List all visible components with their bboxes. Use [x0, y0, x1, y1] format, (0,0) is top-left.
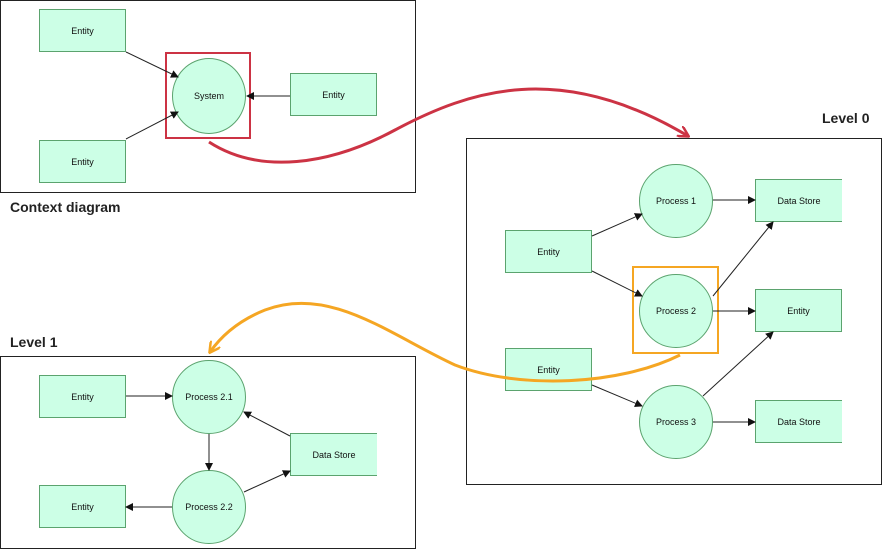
level0-entity-lower[interactable]: Entity [505, 348, 592, 391]
flow-store-to-process21 [243, 411, 291, 437]
context-entity-bottom-left[interactable]: Entity [39, 140, 126, 183]
level1-process-2-1[interactable]: Process 2.1 [172, 360, 246, 434]
context-diagram-heading: Context diagram [10, 199, 121, 215]
context-entity-top-left[interactable]: Entity [39, 9, 126, 52]
level0-process-2[interactable]: Process 2 [639, 274, 713, 348]
level1-process-2-2[interactable]: Process 2.2 [172, 470, 246, 544]
flow-entity-top-to-system [125, 51, 179, 78]
level1-heading: Level 1 [10, 334, 58, 350]
context-system-process[interactable]: System [172, 58, 246, 134]
flow-process3-to-entity-mid [702, 331, 774, 397]
flow-entity-bottom-to-system [125, 111, 179, 140]
level0-process-3[interactable]: Process 3 [639, 385, 713, 459]
level1-entity-top[interactable]: Entity [39, 375, 126, 418]
context-to-level0-arrow [208, 87, 688, 164]
context-entity-right[interactable]: Entity [290, 73, 377, 116]
level0-process-1[interactable]: Process 1 [639, 164, 713, 238]
level0-entity-mid[interactable]: Entity [755, 289, 842, 332]
flow-process2-to-store-top [712, 221, 774, 297]
level1-data-store[interactable]: Data Store [290, 433, 377, 476]
level0-data-store-top[interactable]: Data Store [755, 179, 842, 222]
level0-process-2-highlight [632, 266, 719, 354]
level0-to-level1-arrow [210, 301, 681, 383]
flow-entity-lower-to-process3 [591, 384, 643, 407]
flow-entity-upper-to-process2 [591, 270, 643, 297]
level0-entity-upper[interactable]: Entity [505, 230, 592, 273]
level0-heading: Level 0 [822, 110, 870, 126]
flow-process22-to-store [243, 470, 291, 493]
flow-entity-upper-to-process1 [591, 213, 643, 237]
level0-data-store-bottom[interactable]: Data Store [755, 400, 842, 443]
